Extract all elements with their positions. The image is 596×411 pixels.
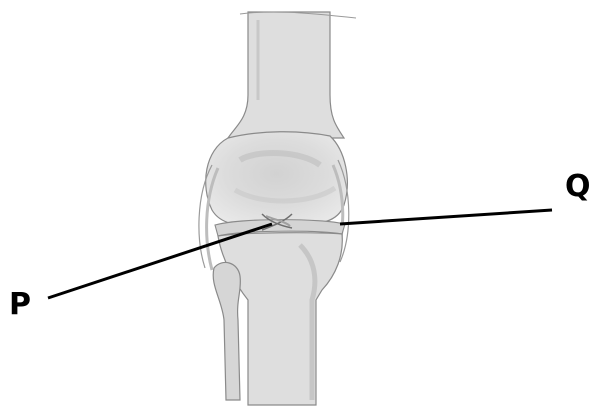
label-p: P [9,290,31,320]
leader-line-q [340,210,552,224]
femur [206,12,356,226]
label-q: Q [565,172,591,202]
fibula [213,262,240,400]
